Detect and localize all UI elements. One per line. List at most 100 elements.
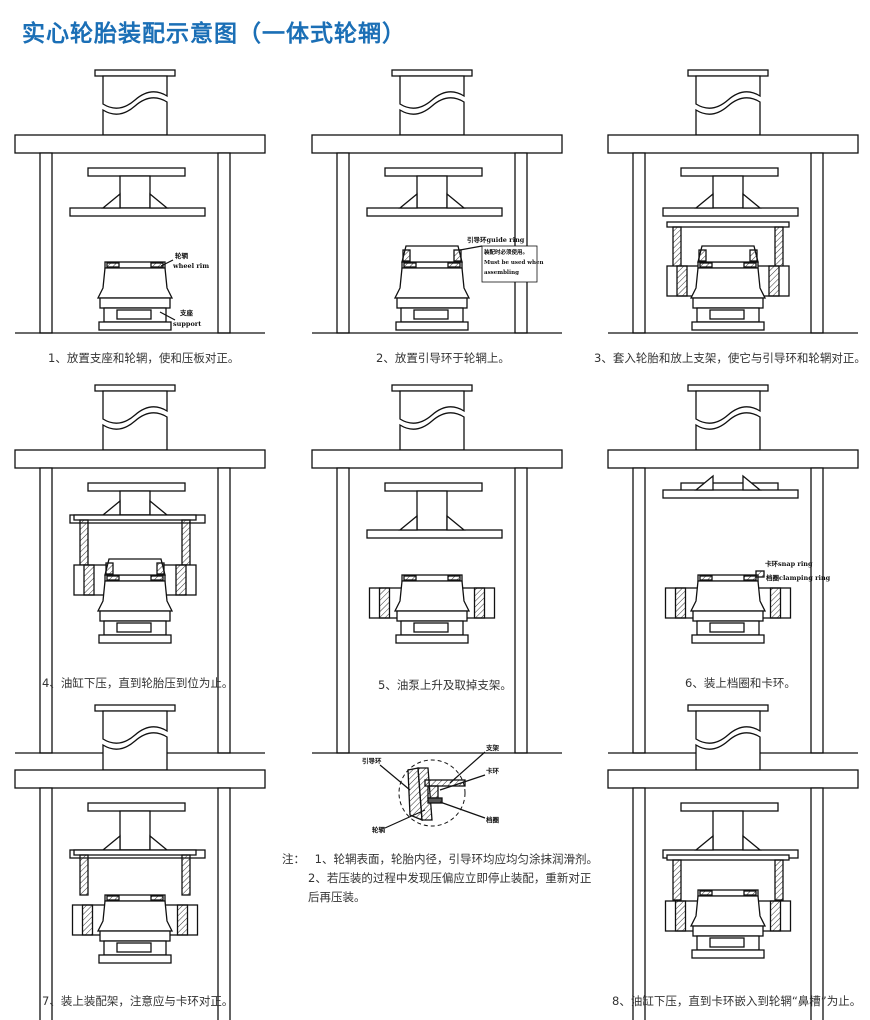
guide-hatch	[156, 562, 165, 575]
support-window	[709, 937, 745, 948]
cylinder-upper	[102, 710, 168, 744]
cylinder-flange	[391, 384, 473, 392]
label-guide-note-en2: assembling	[484, 270, 519, 276]
rim-hatch	[447, 575, 461, 581]
guide-hatch	[402, 249, 411, 262]
upper-plate	[384, 167, 483, 177]
piston-rod	[119, 175, 151, 209]
cylinder-flange	[94, 69, 176, 77]
rim-hatch	[699, 262, 713, 268]
guide-ring	[697, 245, 759, 263]
press-plate	[662, 207, 799, 217]
support-top	[692, 297, 764, 309]
tire-hatch	[674, 587, 687, 619]
cylinder-lower	[695, 97, 761, 136]
cylinder-lower	[695, 732, 761, 771]
frame-post-right	[810, 467, 824, 754]
bracket-side	[672, 859, 682, 901]
support-base	[98, 634, 172, 644]
crossbeam	[607, 769, 859, 789]
step-caption-3: 3、套入轮胎和放上支架，使它与引导环和轮辋对正。	[594, 351, 866, 365]
leader	[379, 764, 411, 791]
piston-rod	[416, 490, 448, 531]
note-3: 后再压装。	[308, 890, 366, 904]
leader	[459, 245, 483, 251]
rim-hatch	[106, 575, 120, 581]
support-base	[395, 634, 469, 644]
step-panel-4	[14, 384, 266, 754]
frame-post-left	[336, 152, 350, 334]
upper-plate	[384, 482, 483, 492]
support-window	[709, 622, 745, 633]
upper-plate	[87, 167, 186, 177]
rim-hatch	[150, 575, 164, 581]
leader	[449, 751, 486, 784]
support-top	[99, 610, 171, 622]
label-wheel-rim-cn: 轮辋	[175, 251, 189, 260]
snap-ring	[755, 570, 765, 578]
support-base	[98, 954, 172, 964]
detail-bracket	[424, 779, 466, 787]
leader	[439, 801, 486, 819]
detail-label-clamp-ring: 档圈	[485, 815, 500, 824]
step-panel-7	[14, 704, 266, 1020]
cylinder-lower	[102, 732, 168, 771]
note-1: 1、轮辋表面，轮胎内径，引导环均应均匀涂抹润滑剂。	[314, 852, 598, 866]
frame-post-right	[217, 467, 231, 754]
detail-snap-ring	[427, 785, 439, 799]
guide-hatch	[453, 249, 462, 262]
rim-hatch	[743, 890, 757, 896]
step-caption-2: 2、放置引导环于轮辋上。	[376, 351, 510, 365]
gusset	[742, 834, 762, 851]
support-base	[98, 321, 172, 331]
support-top	[99, 297, 171, 309]
leader	[384, 809, 426, 829]
upper-plate	[680, 167, 779, 177]
label-guide-note-en: Must be used when	[484, 260, 544, 266]
bracket-top	[666, 221, 790, 228]
support-window	[709, 309, 745, 320]
leader	[439, 774, 486, 791]
support-window	[116, 622, 152, 633]
bracket-top	[73, 849, 197, 856]
frame-post-right	[810, 152, 824, 334]
gusset	[101, 834, 121, 851]
step-panel-3	[607, 69, 859, 334]
tire-hatch	[378, 587, 391, 619]
rim-hatch	[106, 262, 120, 268]
step-caption-7: 7、装上装配架，注意应与卡环对正。	[42, 994, 234, 1008]
rim-hatch	[699, 575, 713, 581]
piston-rod	[119, 490, 151, 516]
frame-post-left	[632, 787, 646, 1020]
bracket-side	[79, 519, 89, 566]
note-2: 2、若压装的过程中发现压偏应立即停止装配，重新对正	[308, 871, 592, 885]
cylinder-upper	[695, 75, 761, 109]
support-top	[692, 925, 764, 937]
leader	[160, 259, 174, 267]
rim-hatch	[150, 895, 164, 901]
cylinder-upper	[695, 390, 761, 424]
crossbeam	[311, 134, 563, 154]
notes: 注： 1、轮辋表面，轮胎内径，引导环均应均匀涂抹润滑剂。 2、若压装的过程中发现…	[282, 850, 598, 907]
support-window	[116, 942, 152, 953]
gusset	[398, 514, 418, 531]
tire-hatch	[676, 265, 688, 297]
press-plate	[69, 207, 206, 217]
guide-hatch	[749, 249, 758, 262]
support-top	[99, 930, 171, 942]
cylinder-upper	[102, 75, 168, 109]
wheel-rim-body	[96, 267, 174, 299]
tire-hatch	[769, 900, 782, 932]
bracket-side	[774, 859, 784, 901]
gusset	[149, 834, 169, 851]
guide-hatch	[105, 562, 114, 575]
frame-post-right	[217, 787, 231, 1020]
label-clamping-ring: 档圈clamping ring	[765, 573, 831, 582]
step-caption-5: 5、油泵上升及取掉支架。	[378, 678, 512, 692]
cylinder-lower	[102, 412, 168, 451]
cylinder-upper	[695, 710, 761, 744]
frame-post-left	[632, 152, 646, 334]
crossbeam	[14, 449, 266, 469]
tire-hatch	[175, 564, 187, 596]
